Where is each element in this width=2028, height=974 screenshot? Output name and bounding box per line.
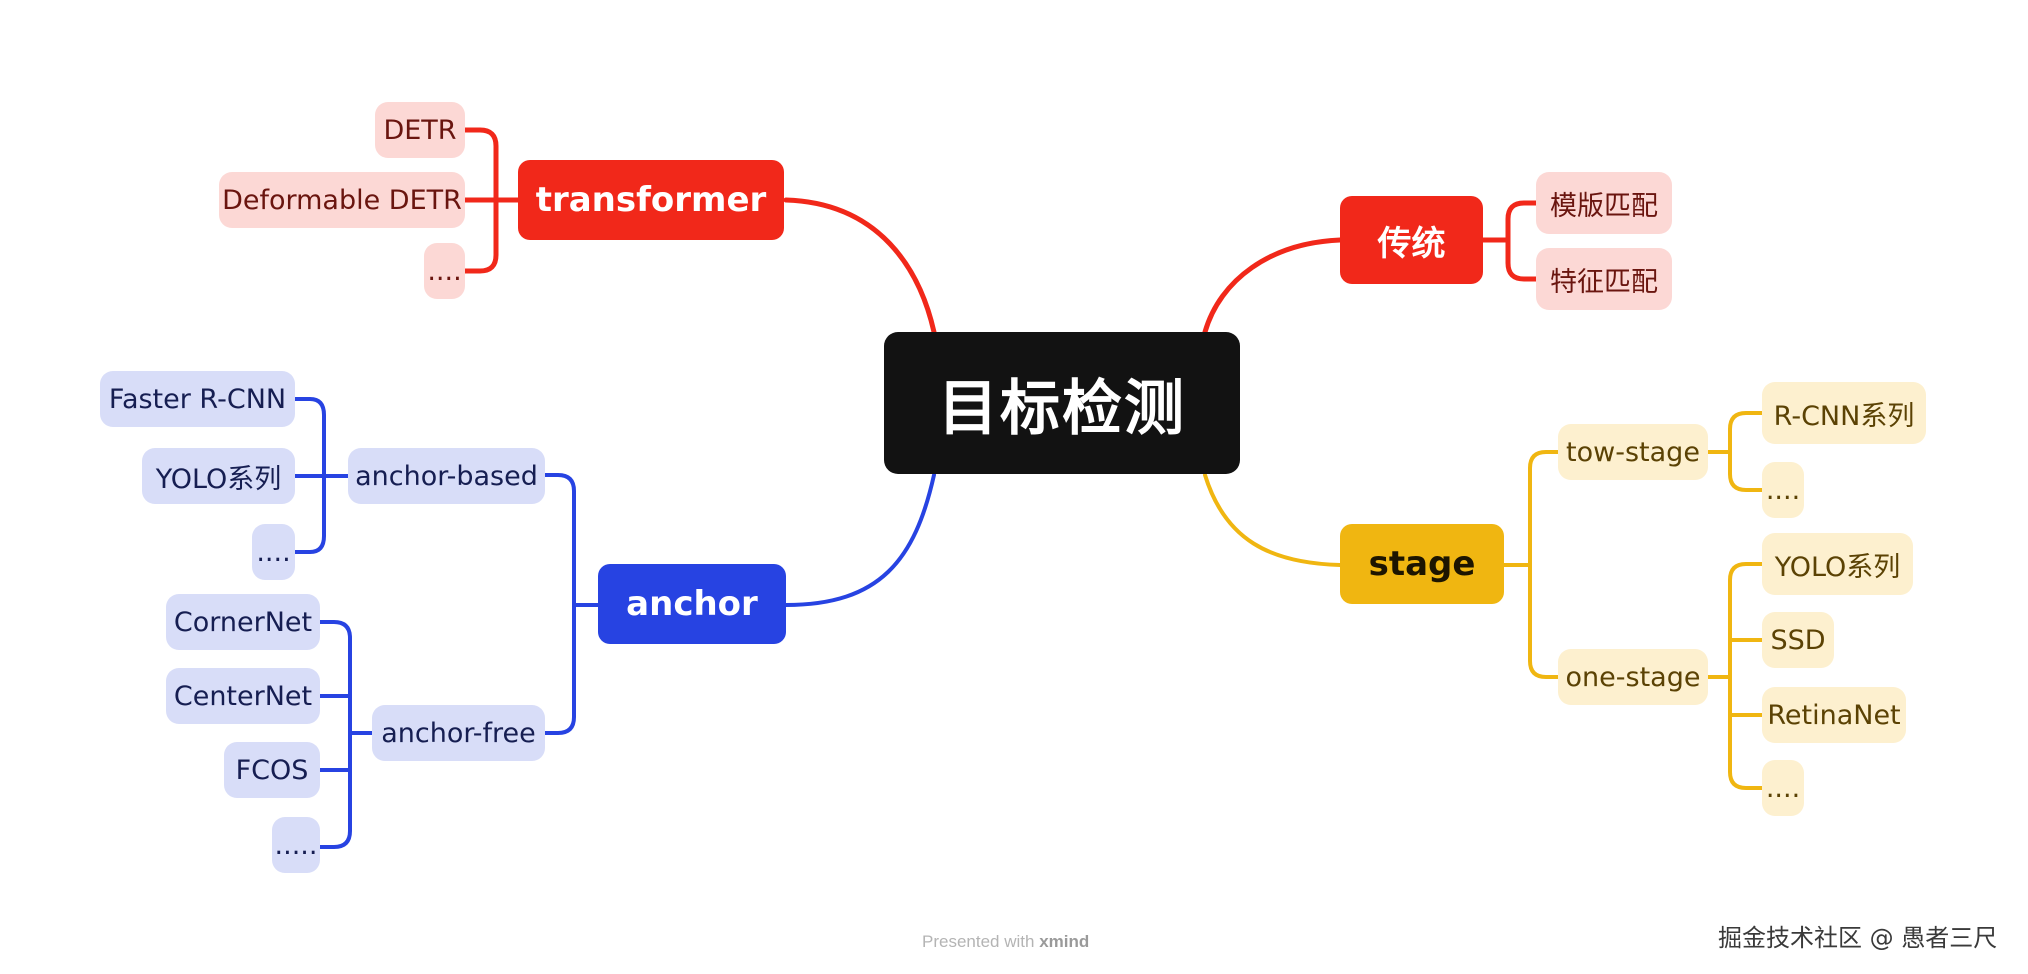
topic-anchor[interactable]: anchor [598,564,786,644]
central-topic[interactable]: 目标检测 [884,332,1240,474]
leaf-ssd[interactable]: SSD [1762,612,1834,668]
subtopic-one-stage[interactable]: one-stage [1558,649,1708,705]
topic-transformer[interactable]: transformer [518,160,784,240]
leaf-retinanet[interactable]: RetinaNet [1762,687,1906,743]
leaf-anchor-yolo[interactable]: YOLO系列 [142,448,295,504]
leaf-one-stage-more[interactable]: .... [1762,760,1804,816]
leaf-template-matching[interactable]: 模版匹配 [1536,172,1672,234]
subtopic-anchor-free[interactable]: anchor-free [372,705,545,761]
credit-prefix: Presented with [922,932,1035,951]
leaf-cornernet[interactable]: CornerNet [166,594,320,650]
leaf-stage-yolo[interactable]: YOLO系列 [1762,533,1913,595]
stage-connectors [1203,411,1764,790]
subtopic-tow-stage[interactable]: tow-stage [1558,424,1708,480]
leaf-feature-matching[interactable]: 特征匹配 [1536,248,1672,310]
leaf-detr[interactable]: DETR [375,102,465,158]
leaf-transformer-more[interactable]: .... [424,243,465,299]
traditional-connectors [1202,200,1539,335]
topic-stage[interactable]: stage [1340,524,1504,604]
subtopic-anchor-based[interactable]: anchor-based [348,448,545,504]
leaf-faster-rcnn[interactable]: Faster R-CNN [100,371,295,427]
leaf-anchor-free-more[interactable]: ..... [272,817,320,873]
leaf-centernet[interactable]: CenterNet [166,668,320,724]
presented-with-credit: Presented with xmind [922,932,1089,952]
topic-traditional[interactable]: 传统 [1340,196,1483,284]
transformer-connectors [462,127,937,335]
anchor-connectors [284,397,936,849]
leaf-fcos[interactable]: FCOS [224,742,320,798]
leaf-anchor-based-more[interactable]: .... [252,524,295,580]
xmind-brand: xmind [1039,932,1090,951]
leaf-tow-stage-more[interactable]: .... [1762,462,1804,518]
leaf-deformable-detr[interactable]: Deformable DETR [219,172,465,228]
watermark: 掘金技术社区 @ 愚者三尺 [1718,924,1998,952]
leaf-rcnn-series[interactable]: R-CNN系列 [1762,382,1926,444]
